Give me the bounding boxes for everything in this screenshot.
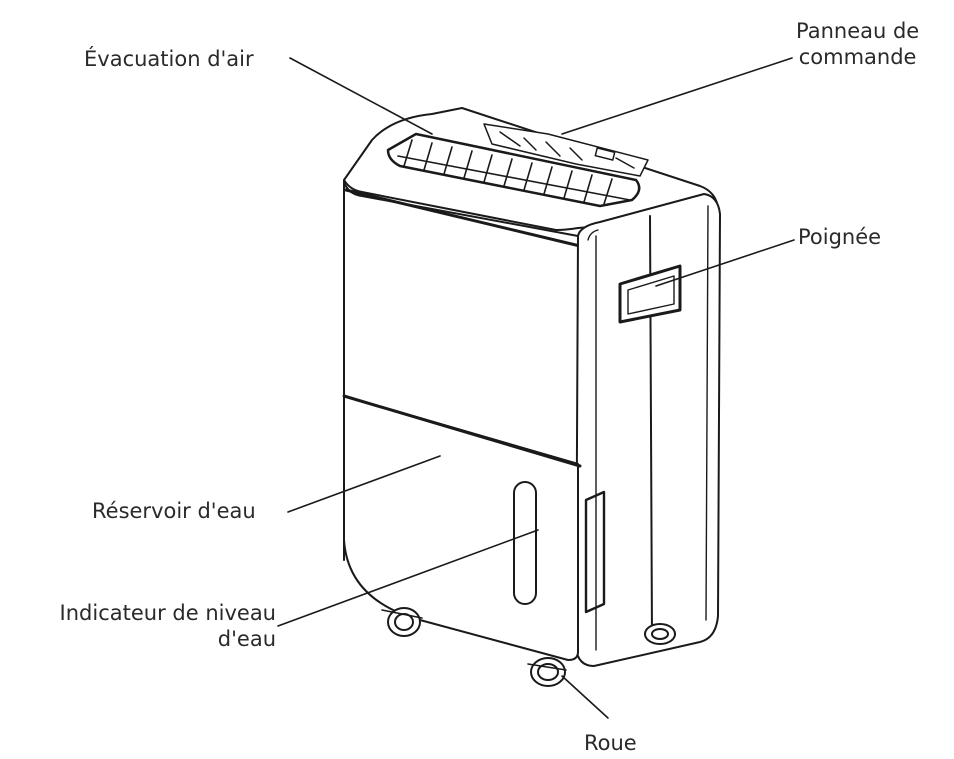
label-water-level-indicator: Indicateur de niveau d'eau	[59, 601, 276, 651]
label-air-outlet: Évacuation d'air	[84, 47, 254, 71]
leader-handle	[655, 239, 795, 287]
leader-water-tank	[287, 455, 441, 513]
water-level-window	[513, 481, 537, 605]
right-side-panel	[575, 193, 721, 667]
control-panel	[483, 123, 649, 177]
label-water-tank: Réservoir d'eau	[92, 499, 256, 523]
leader-wheel	[561, 675, 609, 719]
leader-water-level	[277, 529, 539, 627]
wheel-front-right	[527, 657, 567, 687]
label-wheel: Roue	[584, 731, 637, 755]
leader-control-panel	[561, 57, 793, 135]
leader-air-outlet	[289, 57, 433, 135]
wheel-rear-right	[644, 623, 676, 645]
label-control-panel: Panneau de commande	[796, 19, 920, 69]
handle	[618, 264, 682, 324]
wheel-front-left	[381, 607, 423, 637]
air-outlet-vent	[386, 132, 641, 208]
label-handle: Poignée	[798, 225, 882, 249]
